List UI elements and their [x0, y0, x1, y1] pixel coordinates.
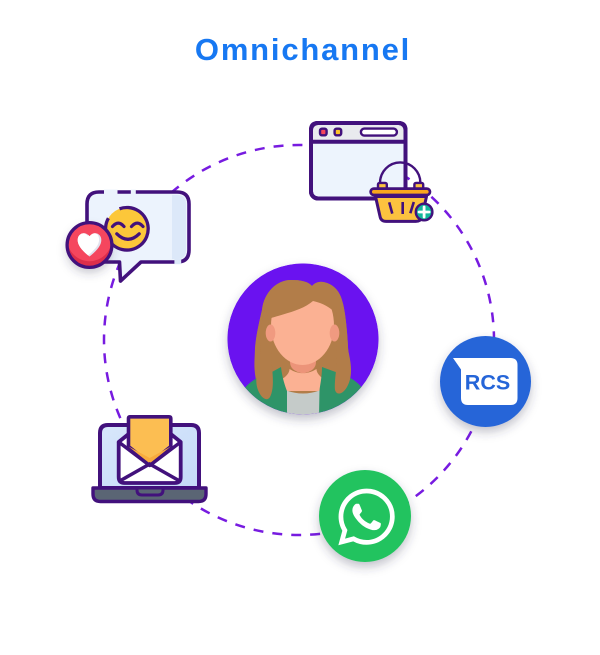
svg-text:Omnichannel: Omnichannel	[195, 32, 411, 67]
svg-text:RCS: RCS	[465, 371, 510, 395]
